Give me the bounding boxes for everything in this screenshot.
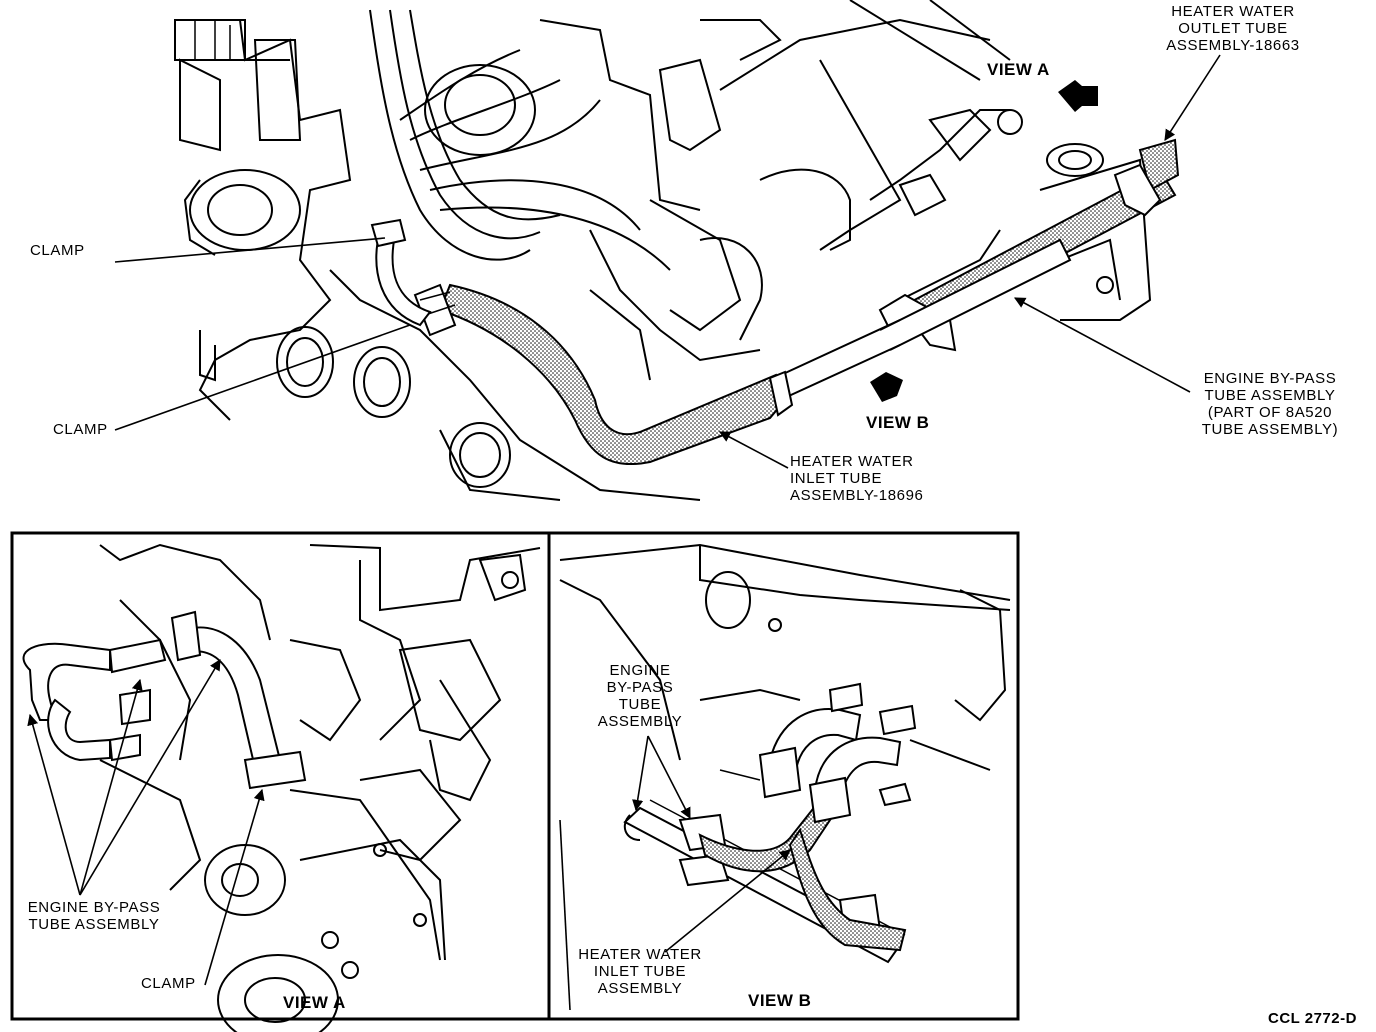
view-b-leader-lines bbox=[559, 735, 791, 1011]
clamp-lower-label: CLAMP bbox=[53, 421, 108, 438]
view-b-title: VIEW B bbox=[748, 991, 812, 1010]
view-a-arrow-label: VIEW A bbox=[987, 60, 1050, 79]
view-b-panel-frame bbox=[547, 531, 1020, 1021]
view-b-arrow bbox=[870, 372, 903, 402]
engine-bypass-tube-main bbox=[769, 143, 1104, 401]
clamp-upper-label: CLAMP bbox=[30, 242, 85, 259]
view-a-leader-lines bbox=[27, 659, 265, 986]
heater-water-inlet-tube-main bbox=[370, 218, 794, 466]
view-a-arrow bbox=[1058, 80, 1098, 112]
view-a-detail bbox=[22, 543, 541, 1032]
main-leader-lines bbox=[114, 54, 1221, 469]
view-b-engine-bypass-label: ENGINE BY-PASS TUBE ASSEMBLY bbox=[597, 662, 683, 730]
view-b-heater-water-inlet-label: HEATER WATER INLET TUBE ASSEMBLY bbox=[578, 946, 702, 997]
view-b-arrow-label: VIEW B bbox=[866, 413, 930, 432]
view-a-engine-bypass-label: ENGINE BY-PASS TUBE ASSEMBLY bbox=[27, 899, 161, 933]
engine-bypass-main-label: ENGINE BY-PASS TUBE ASSEMBLY (PART OF 8A… bbox=[1201, 370, 1339, 438]
view-b-detail bbox=[559, 543, 1011, 964]
view-a-title: VIEW A bbox=[283, 993, 346, 1012]
figure-code: CCL 2772-D bbox=[1268, 1010, 1357, 1027]
heater-water-inlet-main-label: HEATER WATER INLET TUBE ASSEMBLY-18696 bbox=[790, 453, 924, 504]
heater-water-outlet-label: HEATER WATER OUTLET TUBE ASSEMBLY-18663 bbox=[1166, 3, 1300, 54]
view-a-clamp-label: CLAMP bbox=[141, 975, 196, 992]
main-engine-view bbox=[174, 0, 1152, 501]
